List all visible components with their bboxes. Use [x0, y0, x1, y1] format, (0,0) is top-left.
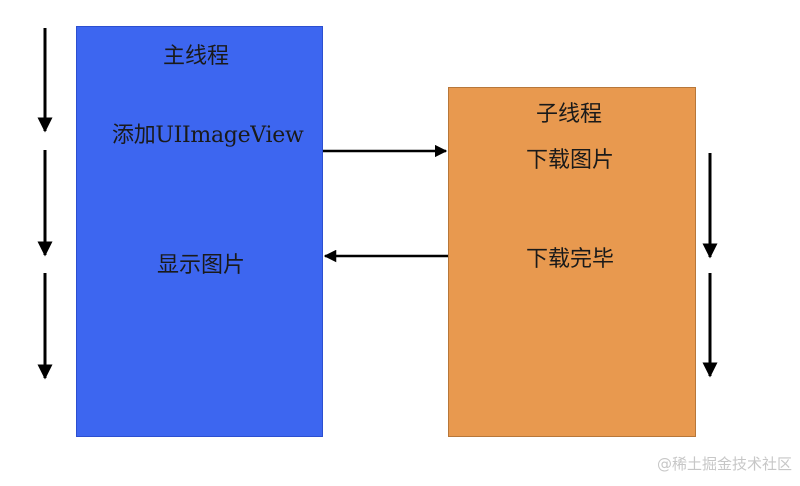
watermark-text: @稀土掘金技术社区	[656, 455, 792, 473]
sub-thread-box	[448, 87, 696, 437]
main-step-show-image: 显示图片	[157, 253, 246, 278]
sub-step-download-done: 下载完毕	[526, 247, 615, 272]
sub-step-download-image: 下载图片	[526, 148, 615, 173]
main-thread-box	[76, 26, 323, 437]
main-thread-title: 主线程	[163, 44, 230, 69]
sub-thread-title: 子线程	[536, 102, 603, 127]
main-step-add-imageview: 添加UIImageView	[112, 123, 304, 148]
